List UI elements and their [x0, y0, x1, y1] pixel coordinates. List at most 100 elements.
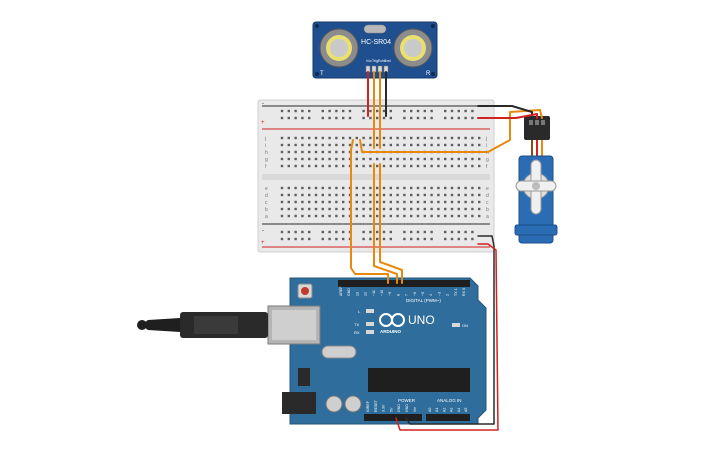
breadboard-hole[interactable]	[389, 143, 392, 147]
breadboard-hole[interactable]	[450, 237, 454, 241]
breadboard-hole[interactable]	[301, 116, 304, 120]
breadboard-hole[interactable]	[362, 143, 365, 147]
breadboard-hole[interactable]	[376, 164, 379, 168]
breadboard-hole[interactable]	[416, 237, 420, 241]
breadboard-hole[interactable]	[335, 186, 338, 190]
breadboard-hole[interactable]	[403, 193, 406, 197]
breadboard-hole[interactable]	[335, 164, 338, 168]
breadboard-hole[interactable]	[416, 200, 420, 204]
breadboard-hole[interactable]	[287, 116, 290, 120]
breadboard-hole[interactable]	[287, 164, 290, 168]
breadboard-hole[interactable]	[464, 207, 467, 211]
breadboard-hole[interactable]	[308, 116, 311, 120]
breadboard-hole[interactable]	[471, 116, 474, 120]
breadboard-hole[interactable]	[478, 193, 481, 197]
breadboard-hole[interactable]	[280, 157, 284, 161]
breadboard-hole[interactable]	[423, 200, 426, 204]
breadboard-hole[interactable]	[362, 237, 365, 241]
breadboard-hole[interactable]	[376, 186, 379, 190]
breadboard-hole[interactable]	[342, 116, 345, 120]
breadboard-hole[interactable]	[389, 207, 392, 211]
breadboard-hole[interactable]	[308, 109, 311, 113]
breadboard-hole[interactable]	[430, 157, 433, 161]
breadboard-hole[interactable]	[410, 143, 413, 147]
breadboard-hole[interactable]	[444, 186, 447, 190]
breadboard-hole[interactable]	[444, 214, 447, 218]
breadboard-hole[interactable]	[430, 207, 433, 211]
breadboard-hole[interactable]	[403, 237, 406, 241]
breadboard-hole[interactable]	[280, 143, 284, 147]
breadboard-hole[interactable]	[437, 164, 440, 168]
breadboard-hole[interactable]	[396, 136, 399, 140]
breadboard-hole[interactable]	[396, 157, 399, 161]
breadboard-hole[interactable]	[389, 237, 392, 241]
breadboard-hole[interactable]	[362, 116, 365, 120]
breadboard-hole[interactable]	[437, 157, 440, 161]
breadboard-hole[interactable]	[410, 186, 413, 190]
breadboard-hole[interactable]	[376, 207, 379, 211]
breadboard-hole[interactable]	[328, 200, 331, 204]
breadboard-hole[interactable]	[464, 200, 467, 204]
breadboard-hole[interactable]	[403, 207, 406, 211]
breadboard-hole[interactable]	[301, 109, 304, 113]
breadboard-hole[interactable]	[362, 109, 365, 113]
breadboard-hole[interactable]	[444, 207, 447, 211]
breadboard-hole[interactable]	[287, 186, 290, 190]
breadboard-hole[interactable]	[376, 237, 379, 241]
breadboard-hole[interactable]	[287, 230, 290, 234]
breadboard-hole[interactable]	[457, 214, 460, 218]
breadboard-hole[interactable]	[328, 109, 331, 113]
breadboard-hole[interactable]	[348, 109, 352, 113]
breadboard-hole[interactable]	[335, 157, 338, 161]
breadboard-hole[interactable]	[437, 200, 440, 204]
breadboard-hole[interactable]	[362, 186, 365, 190]
breadboard-hole[interactable]	[416, 186, 420, 190]
breadboard-hole[interactable]	[362, 214, 365, 218]
breadboard-hole[interactable]	[410, 164, 413, 168]
breadboard-hole[interactable]	[450, 109, 454, 113]
breadboard-hole[interactable]	[328, 164, 331, 168]
breadboard-hole[interactable]	[423, 214, 426, 218]
breadboard-hole[interactable]	[403, 143, 406, 147]
breadboard-hole[interactable]	[321, 164, 324, 168]
breadboard-hole[interactable]	[464, 237, 467, 241]
breadboard-hole[interactable]	[328, 193, 331, 197]
breadboard-hole[interactable]	[369, 193, 372, 197]
breadboard-hole[interactable]	[389, 193, 392, 197]
breadboard-hole[interactable]	[382, 186, 386, 190]
breadboard-hole[interactable]	[478, 207, 481, 211]
breadboard-hole[interactable]	[403, 136, 406, 140]
breadboard-hole[interactable]	[369, 200, 372, 204]
breadboard-hole[interactable]	[321, 200, 324, 204]
breadboard-hole[interactable]	[410, 207, 413, 211]
breadboard-hole[interactable]	[335, 143, 338, 147]
breadboard-hole[interactable]	[410, 136, 413, 140]
breadboard-hole[interactable]	[382, 164, 386, 168]
breadboard-hole[interactable]	[376, 136, 379, 140]
breadboard-hole[interactable]	[342, 230, 345, 234]
breadboard-hole[interactable]	[471, 214, 474, 218]
breadboard-hole[interactable]	[457, 143, 460, 147]
breadboard-hole[interactable]	[314, 164, 318, 168]
breadboard-hole[interactable]	[294, 214, 297, 218]
breadboard-hole[interactable]	[382, 193, 386, 197]
breadboard-hole[interactable]	[389, 157, 392, 161]
breadboard-hole[interactable]	[423, 157, 426, 161]
breadboard-hole[interactable]	[471, 143, 474, 147]
breadboard-hole[interactable]	[342, 143, 345, 147]
breadboard-hole[interactable]	[287, 200, 290, 204]
breadboard-hole[interactable]	[287, 193, 290, 197]
breadboard-hole[interactable]	[457, 200, 460, 204]
breadboard-hole[interactable]	[314, 157, 318, 161]
breadboard-hole[interactable]	[287, 157, 290, 161]
breadboard-hole[interactable]	[430, 116, 433, 120]
breadboard-hole[interactable]	[301, 186, 304, 190]
breadboard-hole[interactable]	[410, 230, 413, 234]
breadboard-hole[interactable]	[450, 116, 454, 120]
breadboard-hole[interactable]	[478, 143, 481, 147]
breadboard-hole[interactable]	[294, 207, 297, 211]
breadboard-hole[interactable]	[342, 109, 345, 113]
breadboard-hole[interactable]	[308, 207, 311, 211]
breadboard-hole[interactable]	[328, 116, 331, 120]
breadboard-hole[interactable]	[287, 237, 290, 241]
